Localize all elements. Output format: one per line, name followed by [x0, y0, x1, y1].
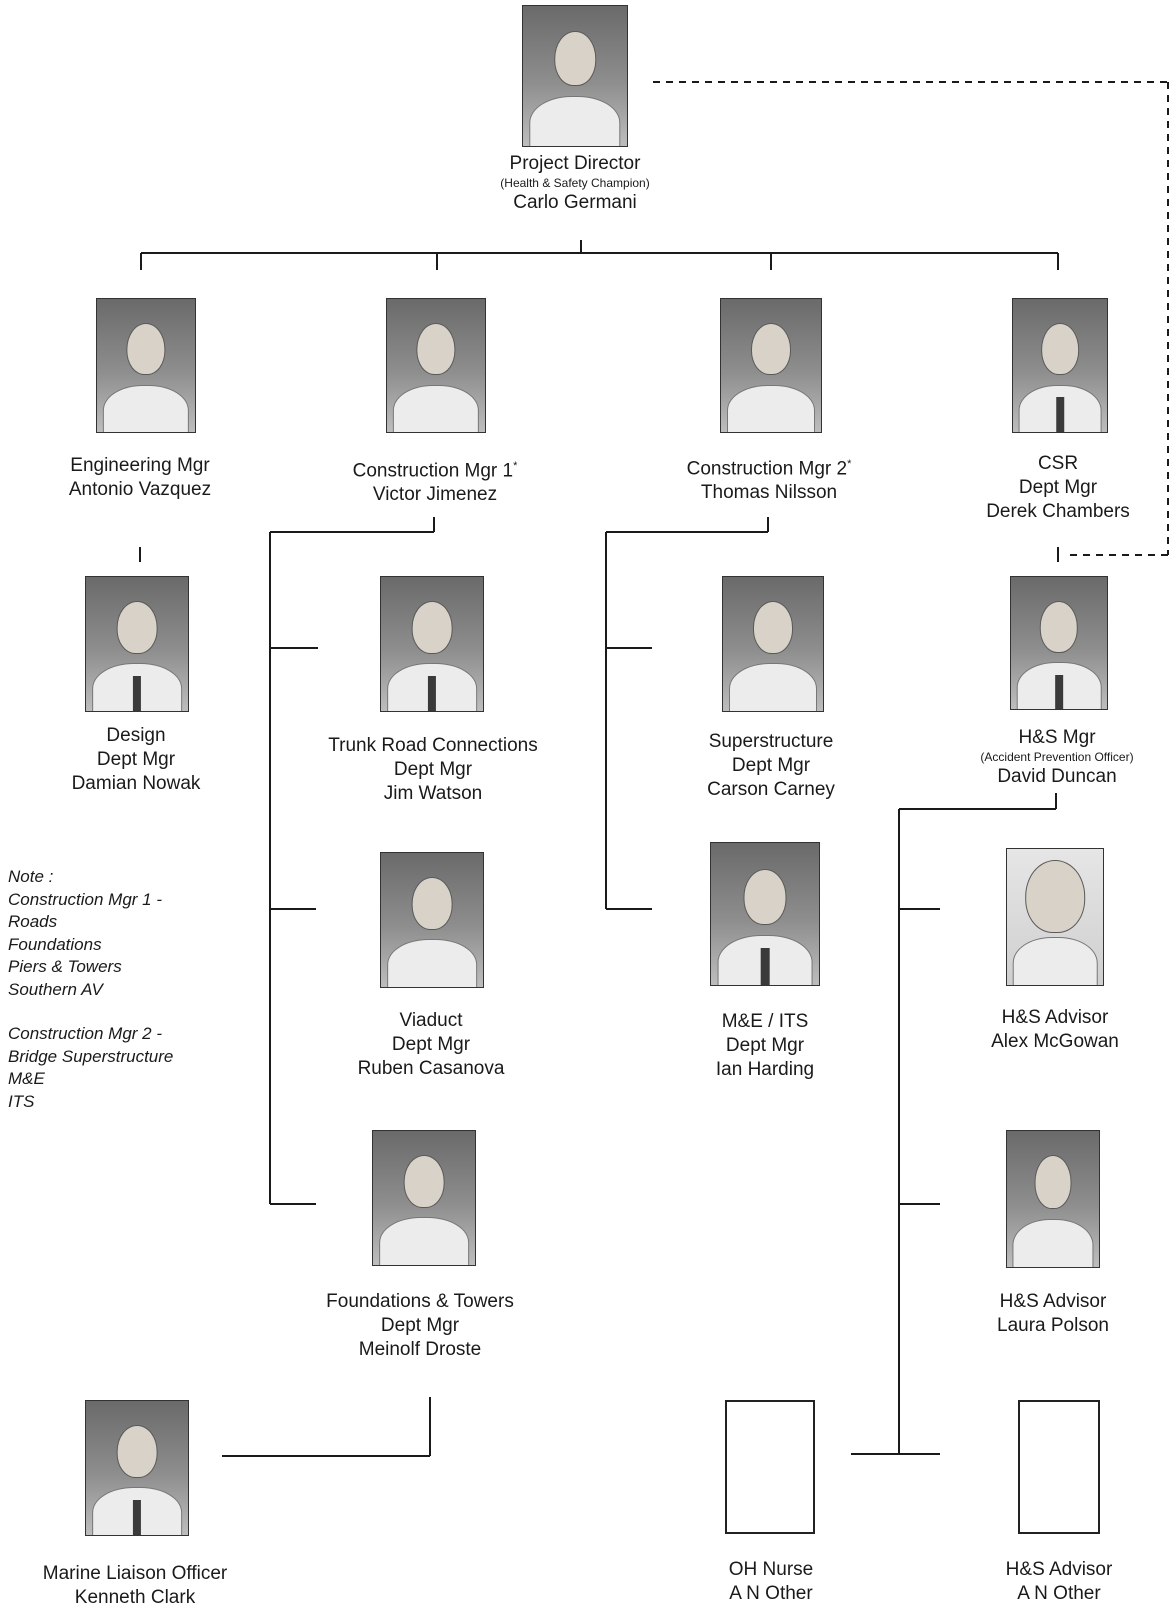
- design-label: Design Dept Mgr Damian Nowak: [16, 724, 256, 796]
- oh-nurse-label: OH Nurse A N Other: [646, 1558, 896, 1606]
- note-line: Piers & Towers: [8, 957, 122, 976]
- construction-mgr-2-role: Construction Mgr 2: [686, 458, 848, 480]
- hs-advisor-1-label: H&S Advisor Alex McGowan: [930, 1006, 1176, 1054]
- construction-mgr-1-asterisk: *: [513, 460, 518, 472]
- director-role: Project Director: [509, 153, 641, 174]
- csr-label: CSR Dept Mgr Derek Chambers: [938, 452, 1176, 524]
- csr-photo: [1012, 298, 1108, 433]
- foundations-role: Foundations & Towers: [326, 1291, 514, 1312]
- oh-nurse-placeholder: [725, 1400, 815, 1534]
- hs-advisor-3-name: A N Other: [1017, 1583, 1101, 1604]
- hs-advisor-2-label: H&S Advisor Laura Polson: [928, 1290, 1176, 1338]
- trunk-road-role: Trunk Road Connections: [328, 735, 538, 756]
- marine-liaison-role: Marine Liaison Officer: [42, 1563, 228, 1584]
- construction-mgr-2-label: Construction Mgr 2* Thomas Nilsson: [634, 452, 904, 505]
- note-line: Construction Mgr 1 -: [8, 889, 162, 909]
- superstructure-photo: [722, 576, 824, 712]
- hs-advisor-2-photo: [1006, 1130, 1100, 1268]
- trunk-road-label: Trunk Road Connections Dept Mgr Jim Wats…: [298, 734, 568, 806]
- foundations-photo: [372, 1130, 476, 1266]
- superstructure-name: Carson Carney: [707, 779, 835, 800]
- viaduct-dept: Dept Mgr: [391, 1034, 471, 1055]
- construction-mgr-2-asterisk: *: [847, 458, 852, 470]
- hs-advisor-1-name: Alex McGowan: [991, 1031, 1119, 1052]
- hs-advisor-3-placeholder: [1018, 1400, 1100, 1534]
- marine-liaison-label: Marine Liaison Officer Kenneth Clark: [8, 1562, 262, 1610]
- csr-role: CSR: [1037, 453, 1079, 474]
- note-line: Construction Mgr 2 -: [8, 1024, 162, 1043]
- hs-advisor-2-name: Laura Polson: [997, 1315, 1109, 1336]
- engineering-mgr-role: Engineering Mgr: [70, 455, 210, 476]
- hs-mgr-role: H&S Mgr: [1018, 727, 1096, 748]
- hs-advisor-1-photo: [1006, 848, 1104, 986]
- hs-mgr-name: David Duncan: [997, 766, 1117, 787]
- director-name: Carlo Germani: [513, 192, 637, 213]
- construction-mgr-2-name: Thomas Nilsson: [700, 482, 838, 504]
- me-its-label: M&E / ITS Dept Mgr Ian Harding: [640, 1010, 890, 1082]
- viaduct-role: Viaduct: [399, 1010, 463, 1031]
- note-line: M&E: [8, 1069, 45, 1088]
- director-subtitle: (Health & Safety Champion): [500, 176, 650, 190]
- superstructure-role: Superstructure: [708, 731, 834, 752]
- design-name: Damian Nowak: [71, 773, 201, 794]
- construction-mgr-1-role: Construction Mgr 1: [352, 460, 514, 482]
- oh-nurse-name: A N Other: [729, 1583, 813, 1604]
- note-line: Southern AV: [8, 979, 103, 999]
- trunk-road-photo: [380, 576, 484, 712]
- design-photo: [85, 576, 189, 712]
- me-its-photo: [710, 842, 820, 986]
- me-its-name: Ian Harding: [715, 1059, 815, 1080]
- csr-dept: Dept Mgr: [1018, 477, 1098, 498]
- hs-advisor-1-role: H&S Advisor: [1001, 1007, 1109, 1028]
- note-line: ITS: [8, 1091, 35, 1111]
- foundations-dept: Dept Mgr: [380, 1315, 460, 1336]
- superstructure-label: Superstructure Dept Mgr Carson Carney: [646, 730, 896, 802]
- hs-mgr-photo: [1010, 576, 1108, 710]
- foundations-label: Foundations & Towers Dept Mgr Meinolf Dr…: [292, 1290, 548, 1362]
- marine-liaison-name: Kenneth Clark: [74, 1587, 196, 1608]
- trunk-road-dept: Dept Mgr: [393, 759, 473, 780]
- note-line: Note :: [8, 867, 54, 886]
- foundations-name: Meinolf Droste: [358, 1339, 482, 1360]
- construction-mgr-1-label: Construction Mgr 1* Victor Jimenez: [300, 454, 570, 507]
- viaduct-name: Ruben Casanova: [357, 1058, 505, 1079]
- construction-mgr-1-name: Victor Jimenez: [372, 484, 498, 506]
- director-photo: [522, 5, 628, 147]
- construction-scope-note: Note : Construction Mgr 1 - Roads Founda…: [8, 866, 173, 1113]
- engineering-mgr-name: Antonio Vazquez: [68, 479, 212, 500]
- hs-mgr-subtitle: (Accident Prevention Officer): [980, 750, 1134, 764]
- oh-nurse-role: OH Nurse: [728, 1559, 814, 1580]
- trunk-road-name: Jim Watson: [383, 783, 483, 804]
- construction-mgr-2-photo: [720, 298, 822, 433]
- construction-mgr-1-photo: [386, 298, 486, 433]
- me-its-role: M&E / ITS: [721, 1011, 809, 1032]
- engineering-mgr-photo: [96, 298, 196, 433]
- me-its-dept: Dept Mgr: [725, 1035, 805, 1056]
- marine-liaison-photo: [85, 1400, 189, 1536]
- engineering-mgr-label: Engineering Mgr Antonio Vazquez: [20, 454, 260, 502]
- hs-advisor-2-role: H&S Advisor: [999, 1291, 1107, 1312]
- hs-advisor-3-label: H&S Advisor A N Other: [934, 1558, 1176, 1606]
- design-role: Design: [106, 725, 166, 746]
- design-dept: Dept Mgr: [96, 749, 176, 770]
- director-label: Project Director (Health & Safety Champi…: [431, 152, 719, 215]
- viaduct-photo: [380, 852, 484, 988]
- note-line: [8, 1001, 173, 1023]
- viaduct-label: Viaduct Dept Mgr Ruben Casanova: [306, 1009, 556, 1081]
- hs-mgr-label: H&S Mgr (Accident Prevention Officer) Da…: [932, 726, 1176, 789]
- superstructure-dept: Dept Mgr: [731, 755, 811, 776]
- note-line: Bridge Superstructure: [8, 1046, 174, 1066]
- note-line: Foundations: [8, 934, 102, 954]
- hs-advisor-3-role: H&S Advisor: [1005, 1559, 1113, 1580]
- csr-name: Derek Chambers: [986, 501, 1130, 522]
- note-line: Roads: [8, 912, 58, 931]
